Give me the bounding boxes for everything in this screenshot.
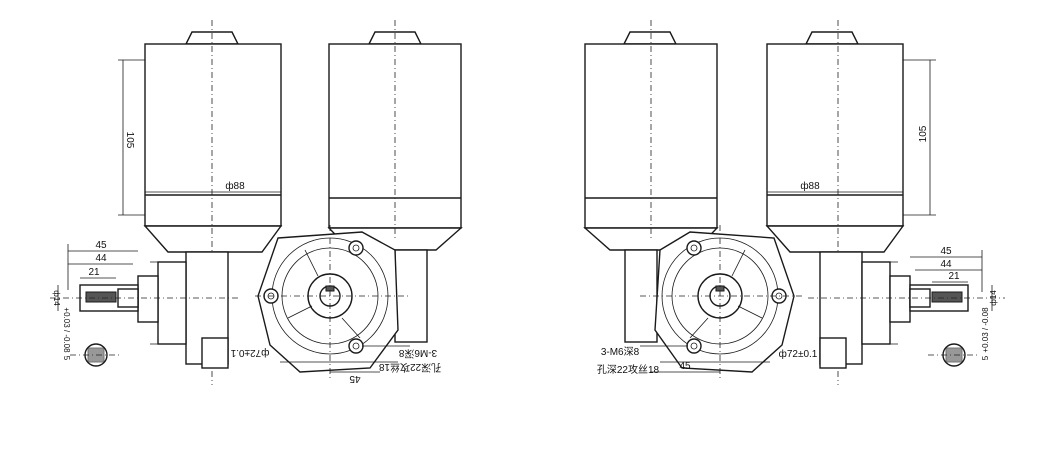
- right-assembly: ф72±0.1 45 3-M6深8 孔深22攻丝18 105 ф88: [583, 20, 1005, 385]
- right-motor-side: 105 ф88: [765, 20, 936, 385]
- left-key-tol: +0.03 / -0.08: [62, 307, 71, 353]
- left-key-dim: 21: [88, 267, 100, 278]
- left-diameter-dim: ф88: [225, 180, 245, 192]
- right-shaft-len-dim: 44: [940, 259, 952, 270]
- right-key-tol: +0.03 / -0.08: [981, 307, 990, 353]
- left-shaft-len-dim: 44: [95, 253, 107, 264]
- left-assembly: 105 ф88 45 44 21: [50, 20, 463, 385]
- left-gearbox-side: 45 44 21 ф14 +0.03 / -0.08 5: [50, 240, 240, 369]
- left-height-dim: 105: [124, 132, 135, 149]
- right-flange: ф72±0.1 45 3-M6深8 孔深22攻丝18: [597, 225, 818, 380]
- left-bottom-dim: 45: [349, 373, 361, 384]
- right-bore-note: 孔深22攻丝18: [597, 363, 660, 376]
- left-pcd-dim: ф72±0.1: [230, 347, 269, 359]
- left-shaft-dia-dim: ф14: [52, 290, 61, 306]
- left-bore-note: 孔深22攻丝18: [378, 361, 441, 374]
- right-overall-dim: 45: [940, 246, 952, 257]
- right-gearbox-side: 45 44 21 ф14 +0.03 / -0.08 5: [808, 246, 1005, 369]
- right-thread-note: 3-M6深8: [601, 346, 640, 358]
- right-key-width: 5: [981, 355, 990, 360]
- right-diameter-dim: ф88: [800, 180, 820, 192]
- right-pcd-dim: ф72±0.1: [779, 348, 818, 360]
- left-overall-dim: 45: [95, 240, 107, 251]
- left-flange: ф72±0.1 45 3-M6深8 孔深22攻丝18: [230, 225, 441, 384]
- right-shaft-dia-dim: ф14: [989, 290, 998, 306]
- right-height-dim: 105: [918, 125, 929, 142]
- left-key-width: 5: [62, 356, 71, 361]
- left-motor-front: [327, 20, 463, 343]
- right-key-dim: 21: [948, 271, 960, 282]
- left-thread-note: 3-M6深8: [398, 347, 437, 359]
- right-bottom-dim: 45: [679, 361, 691, 372]
